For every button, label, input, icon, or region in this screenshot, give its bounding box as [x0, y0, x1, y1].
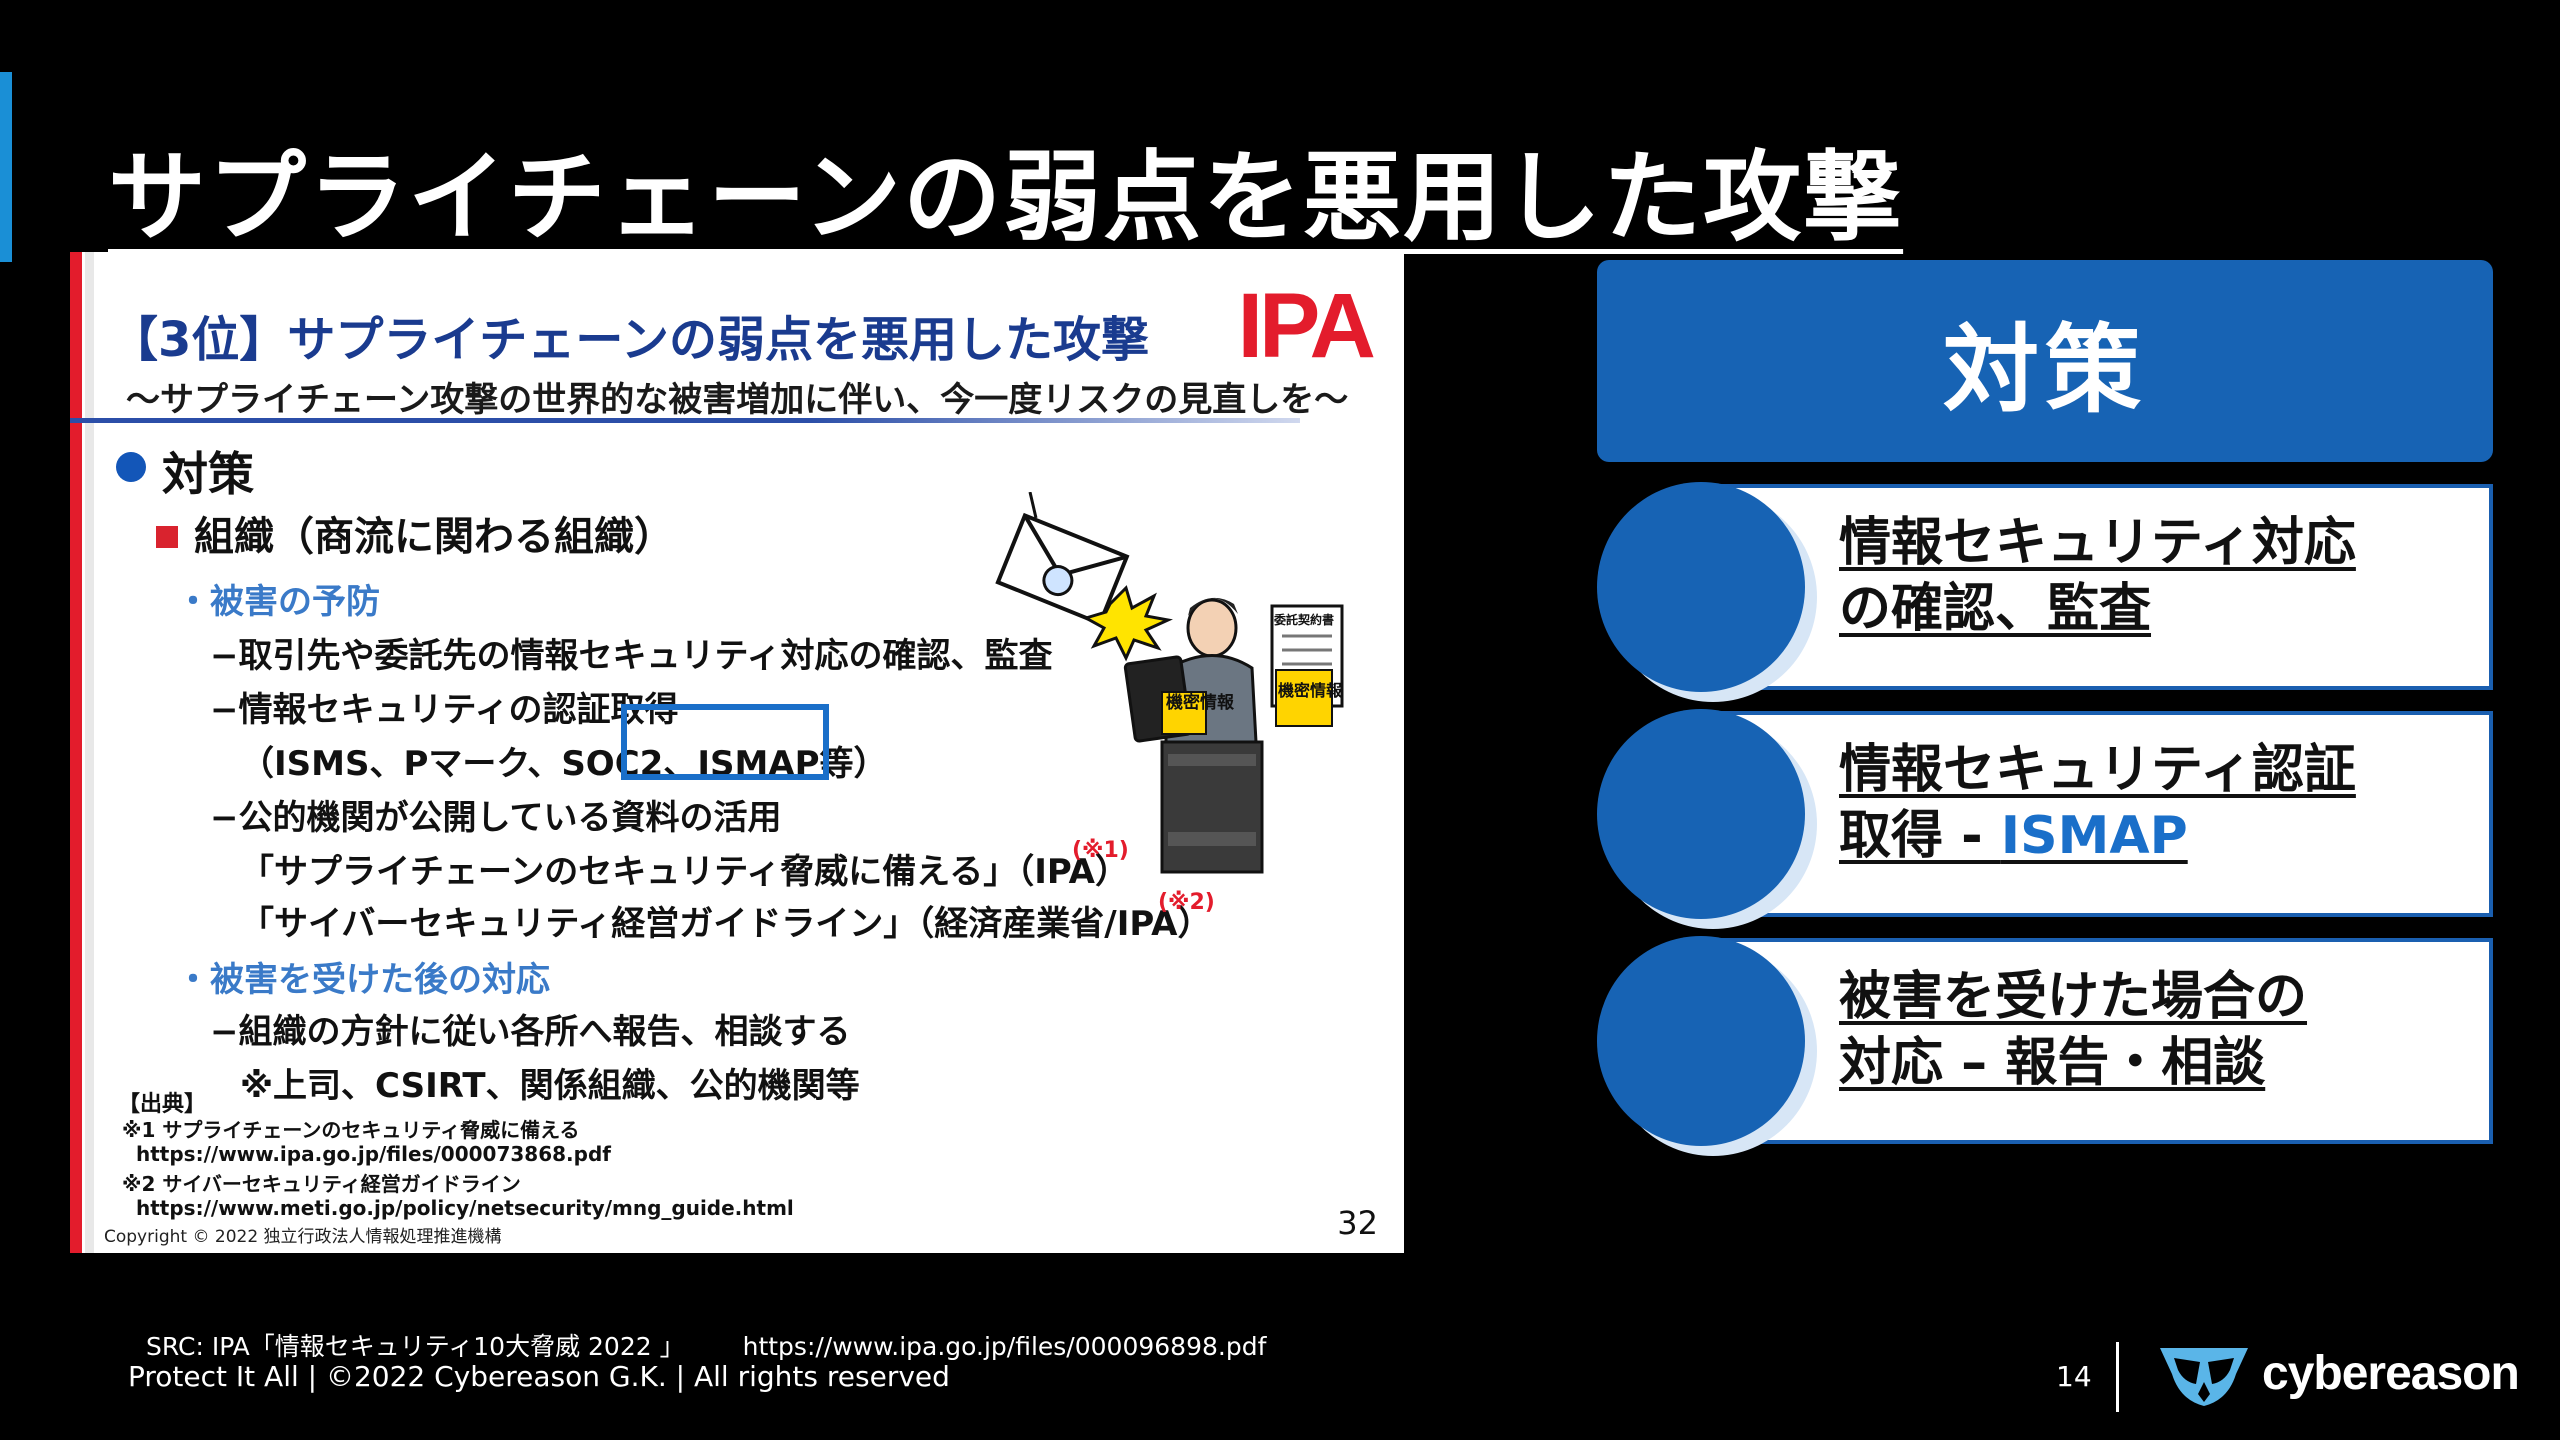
measure-text: 情報セキュリティ対応 の確認、監査 — [1839, 510, 2356, 642]
slide-page-number: 32 — [1337, 1204, 1378, 1242]
note-mark-2: (※2) — [1158, 890, 1215, 915]
after-item: −組織の方針に従い各所へ報告、相談する — [210, 1012, 851, 1052]
secret-label-2: 機密情報 — [1278, 681, 1343, 700]
contract-document-icon — [1270, 604, 1344, 727]
measure-circle-icon — [1597, 482, 1805, 692]
slide-copyright: Copyright © 2022 独立行政法人情報処理推進機構 — [104, 1227, 502, 1247]
slide-subheading: 〜サプライチェーン攻撃の世界的な被害増加に伴い、今一度リスクの見直しを〜 — [126, 380, 1349, 420]
contract-document-label: 委託契約書 — [1273, 612, 1334, 627]
measure-card-2: 情報セキュリティ認証 取得 - ISMAP — [1597, 709, 2493, 919]
source-label: 【出典】 — [118, 1092, 207, 1117]
motion-line-icon — [1028, 492, 1038, 519]
source-line: ※1 サプライチェーンのセキュリティ脅威に備える — [122, 1118, 580, 1142]
accent-bar — [0, 72, 12, 262]
cybereason-owl-icon — [2160, 1348, 2248, 1406]
measures-header: 対策 — [1597, 260, 2493, 462]
measure-card-box — [1693, 938, 2493, 1144]
measure-line: 被害を受けた場合の — [1839, 967, 2308, 1027]
footer-divider — [2116, 1342, 2119, 1412]
prevention-item: −取引先や委託先の情報セキュリティ対応の確認、監査 — [210, 636, 1053, 676]
measure-card-box — [1693, 484, 2493, 690]
measure-circle-icon — [1597, 936, 1805, 1146]
measure-card-1: 情報セキュリティ対応 の確認、監査 — [1597, 482, 2493, 692]
measure-line: の確認、監査 — [1839, 579, 2152, 639]
prevention-item: −公的機関が公開している資料の活用 — [210, 798, 782, 838]
embedded-slide-image: 【3位】サプライチェーンの弱点を悪用した攻撃 IPA 〜サプライチェーン攻撃の世… — [70, 252, 1404, 1253]
prevention-title: ・被害の予防 — [176, 582, 380, 622]
measure-text: 被害を受けた場合の 対応 – 報告・相談 — [1839, 964, 2307, 1096]
slide-divider — [70, 418, 1300, 423]
measure-line: 対応 – 報告・相談 — [1839, 1033, 2266, 1093]
source-line: https://www.meti.go.jp/policy/netsecurit… — [136, 1196, 794, 1220]
ipa-logo: IPA — [1237, 275, 1376, 377]
ismap-highlight-box — [621, 704, 829, 780]
page-number: 14 — [2056, 1360, 2092, 1393]
measure-line: 情報セキュリティ認証 — [1839, 740, 2356, 800]
source-line: https://www.ipa.go.jp/files/000073868.pd… — [136, 1142, 611, 1166]
slide-heading: 【3位】サプライチェーンの弱点を悪用した攻撃 — [110, 312, 1150, 368]
measure-text: 情報セキュリティ認証 取得 - ISMAP — [1839, 737, 2356, 869]
measure-line: 情報セキュリティ対応 — [1839, 513, 2356, 573]
measure-card-3: 被害を受けた場合の 対応 – 報告・相談 — [1597, 936, 2493, 1146]
slide-red-bar — [70, 252, 94, 1253]
source-label: SRC: IPA「情報セキュリティ10大脅威 2022 」 — [146, 1332, 685, 1361]
prevention-item: 「サプライチェーンのセキュリティ脅威に備える」（IPA） — [240, 852, 1129, 892]
page-title: サプライチェーンの弱点を悪用した攻撃 — [108, 141, 1904, 255]
footer-copyright: Protect It All | ©2022 Cybereason G.K. |… — [128, 1360, 950, 1393]
source-url: https://www.ipa.go.jp/files/000096898.pd… — [742, 1332, 1267, 1361]
bullet-dot-icon — [116, 452, 146, 482]
after-item: ※上司、CSIRT、関係組織、公的機関等 — [240, 1066, 860, 1106]
slide-org-title: 組織（商流に関わる組織） — [194, 514, 674, 560]
prevention-item: −情報セキュリティの認証取得 — [210, 690, 679, 730]
ismap-highlight: ISMAP — [2000, 806, 2188, 866]
note-mark-1: (※1) — [1072, 838, 1129, 863]
slide-section-title: 対策 — [162, 447, 254, 501]
secret-label-1: 機密情報 — [1166, 692, 1235, 713]
bullet-square-icon — [156, 526, 178, 548]
email-envelope-icon — [995, 512, 1130, 627]
prevention-item: 「サイバーセキュリティ経営ガイドライン」（経済産業省/IPA） — [240, 904, 1212, 944]
brand-logo-text: cybereason — [2262, 1347, 2520, 1400]
measure-line: 取得 - ISMAP — [1839, 806, 2188, 866]
hacker-person-icon — [1123, 597, 1264, 874]
measure-card-box — [1693, 711, 2493, 917]
source-line: ※2 サイバーセキュリティ経営ガイドライン — [122, 1172, 521, 1196]
explosion-burst-icon — [1082, 585, 1173, 662]
source-reference: SRC: IPA「情報セキュリティ10大脅威 2022 」 https://www… — [146, 1327, 1266, 1363]
hacker-illustration: 機密情報 委託契約書 機密情報 — [995, 492, 1344, 874]
measure-circle-icon — [1597, 709, 1805, 919]
after-title: ・被害を受けた後の対応 — [176, 960, 550, 1000]
